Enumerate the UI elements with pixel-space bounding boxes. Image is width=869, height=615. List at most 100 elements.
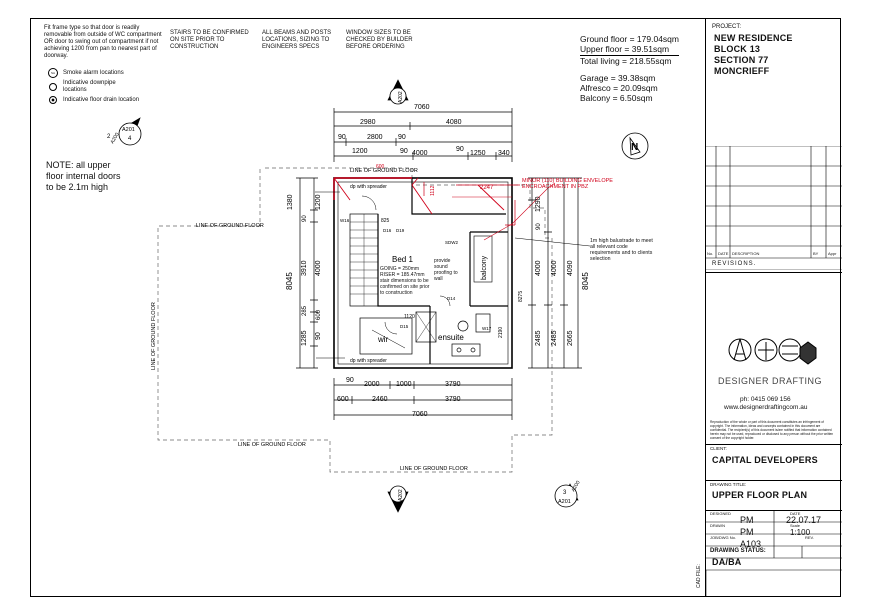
smoke-alarm-icon: SA (48, 68, 58, 78)
area-ground: Ground floor = 179.04sqm (580, 34, 679, 44)
job-value: A103 (740, 539, 762, 549)
dim-top-j: 1250 (470, 150, 486, 157)
rev-label: REV. (805, 535, 814, 540)
rev-col-appr: Appr (828, 251, 837, 256)
spreader-top: dp with spreader (350, 184, 387, 190)
tag-d14: D14 (447, 296, 456, 301)
room-balcony: balcony (481, 255, 488, 280)
client-name: CAPITAL DEVELOPERS (712, 455, 818, 465)
floor-drain-icon (49, 96, 57, 104)
section-left-a: A201 (122, 127, 135, 133)
dim-right-7: 2665 (567, 330, 574, 346)
divider (706, 444, 842, 445)
status-label: DRAWING STATUS: (710, 548, 766, 554)
company-website: www.designerdraftingcom.au (724, 404, 808, 411)
dim-top-k: 340 (498, 150, 510, 157)
tag-sdw2: SDW2 (445, 240, 458, 245)
dim-2247: 2247 (480, 185, 494, 191)
dim-bot-total: 7060 (412, 411, 428, 418)
client-label: CLIENT: (710, 446, 727, 451)
line-ground-floor-vertical: LINE OF GROUND FLOOR (151, 302, 157, 370)
area-upper: Upper floor = 39.51sqm (580, 44, 679, 56)
sound-proof-note: provide sound proofing to wall (434, 258, 458, 282)
drawing-title-label: DRAWING TITLE: (710, 482, 747, 487)
dim-left-2: 1200 (315, 194, 322, 210)
project-line-1: NEW RESIDENCE (714, 33, 793, 43)
date-label: DATE (790, 511, 801, 516)
line-ground-floor-bottom-b: LINE OF GROUND FLOOR (400, 466, 468, 472)
dim-left-0: 1380 (287, 194, 294, 210)
tag-d19: D19 (396, 228, 405, 233)
section-right-c: A201 (558, 499, 571, 505)
revisions-label: REVISIONS. (712, 261, 757, 267)
status-value: DA/BA (712, 557, 742, 567)
line-ground-floor-left: LINE OF GROUND FLOOR (196, 223, 264, 229)
tag-d15: D15 (400, 324, 409, 329)
balustrade-note: 1m high balustrade to meet all relevant … (590, 238, 653, 262)
section-top-label: A202 (398, 91, 404, 103)
job-label: JOB/DWG No. (710, 535, 737, 540)
dim-bot-g: 90 (346, 377, 354, 384)
tag-w17: W17 (482, 326, 492, 331)
area-balcony: Balcony = 6.50sqm (580, 93, 653, 103)
scale-label: Scale (790, 523, 801, 528)
dim-right-4: 4090 (567, 260, 574, 276)
project-line-4: MONCRIEFF (714, 66, 770, 76)
dim-bot-d: 600 (337, 396, 349, 403)
upper-floor-plan: 7060 2980 4080 90 2800 90 1200 90 4000 9… (107, 79, 649, 513)
scale-value: 1:100 (790, 528, 811, 537)
legend: SA Smoke alarm locations Indicative down… (48, 68, 139, 104)
stair-note: GOING = 250mm RISER = 185.47mm stair dim… (380, 266, 430, 296)
legend-drain-label: Indicative floor drain location (63, 96, 140, 103)
copyright-note: Reproduction of the whole or part of thi… (710, 420, 834, 440)
dim-right-6: 2485 (551, 330, 558, 346)
dim-top-f: 1200 (352, 148, 368, 155)
dim-left-total: 8045 (285, 272, 294, 290)
drawing-title: UPPER FLOOR PLAN (712, 490, 808, 500)
dim-bot-c: 3790 (445, 381, 461, 388)
revision-table: No. DATE DESCRIPTION BY Appr REVISIONS. (706, 145, 842, 271)
tag-w16: W16 (340, 218, 350, 223)
dim-top-total: 7060 (414, 104, 430, 111)
label-8275: 8275 (518, 291, 524, 302)
details-grid (706, 510, 842, 597)
downpipe-icon (49, 83, 57, 91)
section-right-a: A200 (571, 480, 582, 493)
divider (706, 272, 842, 273)
dim-left-6: 600 (316, 309, 322, 320)
dim-top-h: 4000 (412, 150, 428, 157)
dim-right-2: 4000 (535, 260, 542, 276)
encroach-note-line1: MINOR (110) BUILDING ENVELOPE (522, 178, 613, 184)
dim-right-1: 90 (536, 223, 542, 230)
area-garage: Garage = 39.38sqm (580, 73, 656, 83)
drawn-label: DRAWN (710, 523, 725, 528)
project-line-3: SECTION 77 (714, 55, 769, 65)
rev-col-by: BY (813, 251, 819, 256)
dim-right-total: 8045 (581, 272, 590, 290)
dim-bot-e: 2460 (372, 396, 388, 403)
dim-bot-b: 1000 (396, 381, 412, 388)
legend-smoke-label: Smoke alarm locations (63, 69, 124, 76)
drawn-value: PM (740, 527, 754, 537)
note-stairs: STAIRS TO BE CONFIRMED ON SITE PRIOR TO … (170, 30, 249, 50)
section-left-c: A200 (110, 132, 121, 145)
drawing-sheet-border (30, 18, 841, 597)
label-825: 825 (381, 218, 390, 224)
title-block: PROJECT: NEW RESIDENCE BLOCK 13 SECTION … (696, 18, 842, 597)
designed-value: PM (740, 515, 754, 525)
section-bottom-label: A202 (398, 489, 404, 501)
section-right-b: 3 (563, 490, 567, 496)
dim-top-d: 2800 (367, 134, 383, 141)
dim-left-5: 285 (302, 305, 308, 316)
company-name: DESIGNER DRAFTING (718, 376, 823, 386)
line-ground-floor-top: LINE OF GROUND FLOOR (350, 168, 418, 174)
rev-col-desc: DESCRIPTION (732, 251, 760, 256)
note-upper-doors: NOTE: all upper floor internal doors to … (46, 160, 121, 192)
dim-top-i: 90 (456, 146, 464, 153)
dim-top-b: 4080 (446, 119, 462, 126)
dim-600: 600 (376, 164, 385, 170)
area-alfresco: Alfresco = 20.09sqm (580, 83, 658, 93)
dim-1112: 1112 (430, 185, 436, 196)
section-left-b: 4 (128, 136, 132, 142)
legend-downpipe-label: Indicative downpipe locations (63, 80, 116, 93)
